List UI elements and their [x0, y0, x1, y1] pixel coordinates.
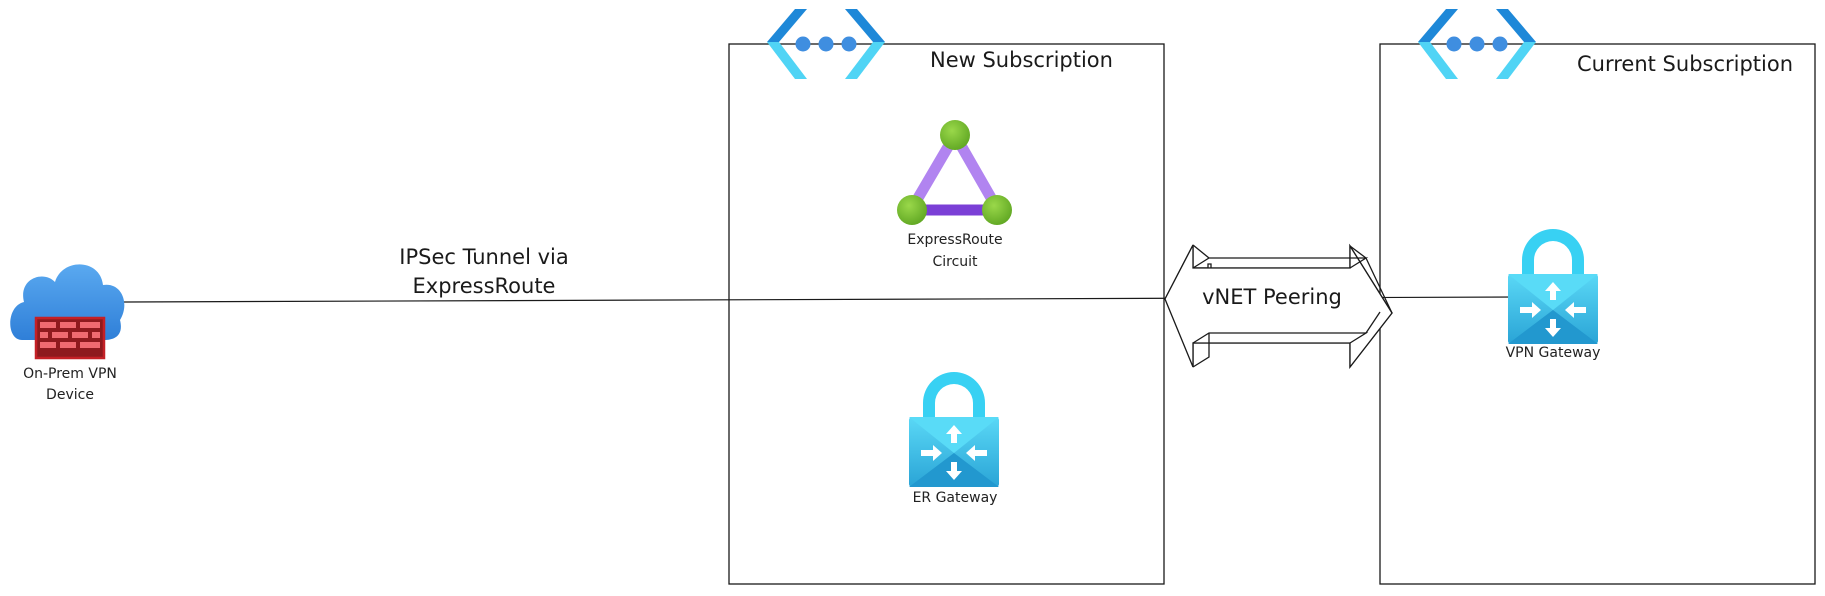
er-gateway-label: ER Gateway [912, 490, 998, 506]
cloud-firewall-icon [10, 264, 125, 360]
tunnel-label-line2: ExpressRoute [412, 274, 556, 298]
onprem-label-line1: On-Prem VPN [23, 366, 117, 382]
er-gateway-icon [909, 372, 999, 487]
onprem-label-line2: Device [46, 387, 94, 403]
expressroute-circuit-icon [897, 120, 1012, 225]
expressroute-label-line2: Circuit [932, 254, 978, 270]
peering-label: vNET Peering [1202, 285, 1342, 309]
current-subscription-title: Current Subscription [1577, 52, 1794, 76]
tunnel-label-line1: IPSec Tunnel via [399, 245, 569, 269]
new-subscription-title: New Subscription [930, 48, 1113, 72]
vpn-gateway-icon [1508, 229, 1598, 344]
vpn-gateway-label: VPN Gateway [1505, 345, 1601, 361]
new-subscription-box [728, 43, 1165, 585]
expressroute-label-line1: ExpressRoute [907, 232, 1003, 248]
